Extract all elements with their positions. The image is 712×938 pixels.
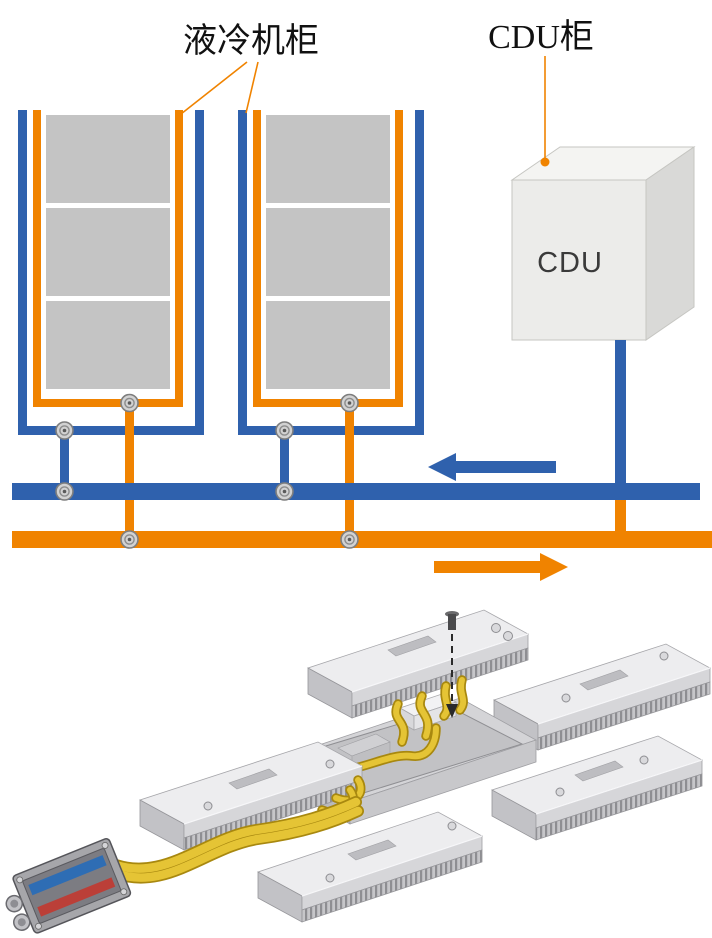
quick-connector: [5, 838, 132, 934]
spring-post: [503, 631, 513, 641]
heatsink-fins: [535, 773, 703, 841]
spring-post: [447, 821, 457, 831]
heatsink-fins: [301, 849, 483, 923]
rack-cabinet-2: [238, 110, 424, 531]
screw-icon: [35, 922, 42, 930]
server-module-bottom: [257, 811, 483, 923]
port-bore: [17, 918, 26, 927]
screw-icon: [16, 876, 24, 884]
coolant-tube: [441, 683, 451, 719]
edge-highlight: [537, 667, 711, 725]
spring-post: [203, 801, 213, 811]
spring-post: [659, 651, 669, 661]
coolant-tube: [457, 677, 467, 713]
blue-supply-main-pipe: [12, 483, 700, 500]
spring-post: [491, 623, 501, 633]
orange-return-main-pipe: [12, 531, 712, 548]
spring-post: [561, 693, 571, 703]
cdu-cabinet-label: CDU柜: [488, 19, 594, 56]
arrow-right-icon: [434, 553, 568, 581]
spring-post: [555, 787, 565, 797]
screw-body: [448, 614, 456, 630]
rack-cabinet-1: [18, 110, 204, 531]
vent-slot: [574, 760, 624, 782]
hose: [103, 797, 361, 873]
valve-icon: [55, 482, 74, 501]
valve-icon: [275, 482, 294, 501]
hose: [105, 806, 363, 882]
vent-slot: [347, 839, 397, 861]
edge-highlight: [301, 835, 483, 897]
valve-icon: [120, 393, 139, 413]
arrow-left-icon: [428, 453, 556, 481]
spring-post: [325, 873, 335, 883]
screw-icon: [101, 842, 109, 849]
arrow-down-icon: [446, 704, 458, 718]
coolant-tube: [393, 701, 407, 745]
spring-post: [325, 759, 335, 769]
leader-line-rack-1: [180, 61, 248, 115]
cdu-blue-riser-pipe: [615, 340, 626, 483]
server-module-right: [490, 735, 704, 841]
valve-icon: [340, 393, 359, 413]
port-bore: [10, 899, 19, 908]
valve-icon: [55, 421, 74, 440]
edge-highlight: [183, 765, 363, 825]
screw-icon: [120, 888, 128, 896]
cdu-orange-riser-pipe: [615, 500, 626, 531]
valve-icon: [340, 530, 359, 549]
leader-dot: [540, 157, 550, 167]
coolant-tube: [417, 693, 431, 739]
red-stripe: [37, 877, 116, 917]
rack-cabinet-label: 液冷机柜: [183, 22, 319, 60]
vent-slot: [387, 635, 437, 657]
cable-bundle: [102, 796, 364, 884]
cdu-box-side-face: [645, 146, 695, 341]
server-module-top-right: [492, 643, 712, 751]
blue-stripe: [28, 855, 107, 896]
heatsink-fins: [537, 681, 711, 751]
cdu-box: CDU: [510, 146, 696, 341]
vent-slot: [228, 768, 278, 790]
edge-highlight: [535, 759, 703, 815]
edge-highlight: [351, 633, 529, 693]
spring-post: [639, 755, 649, 765]
vent-slot: [579, 669, 629, 691]
insertion-indicator: [445, 611, 459, 718]
cdu-box-text: CDU: [537, 247, 603, 279]
valve-group: [55, 393, 359, 549]
cdu-box-front-face: [511, 179, 647, 341]
valve-icon: [120, 530, 139, 549]
valve-icon: [275, 421, 294, 440]
leader-line-rack-2: [245, 61, 259, 114]
